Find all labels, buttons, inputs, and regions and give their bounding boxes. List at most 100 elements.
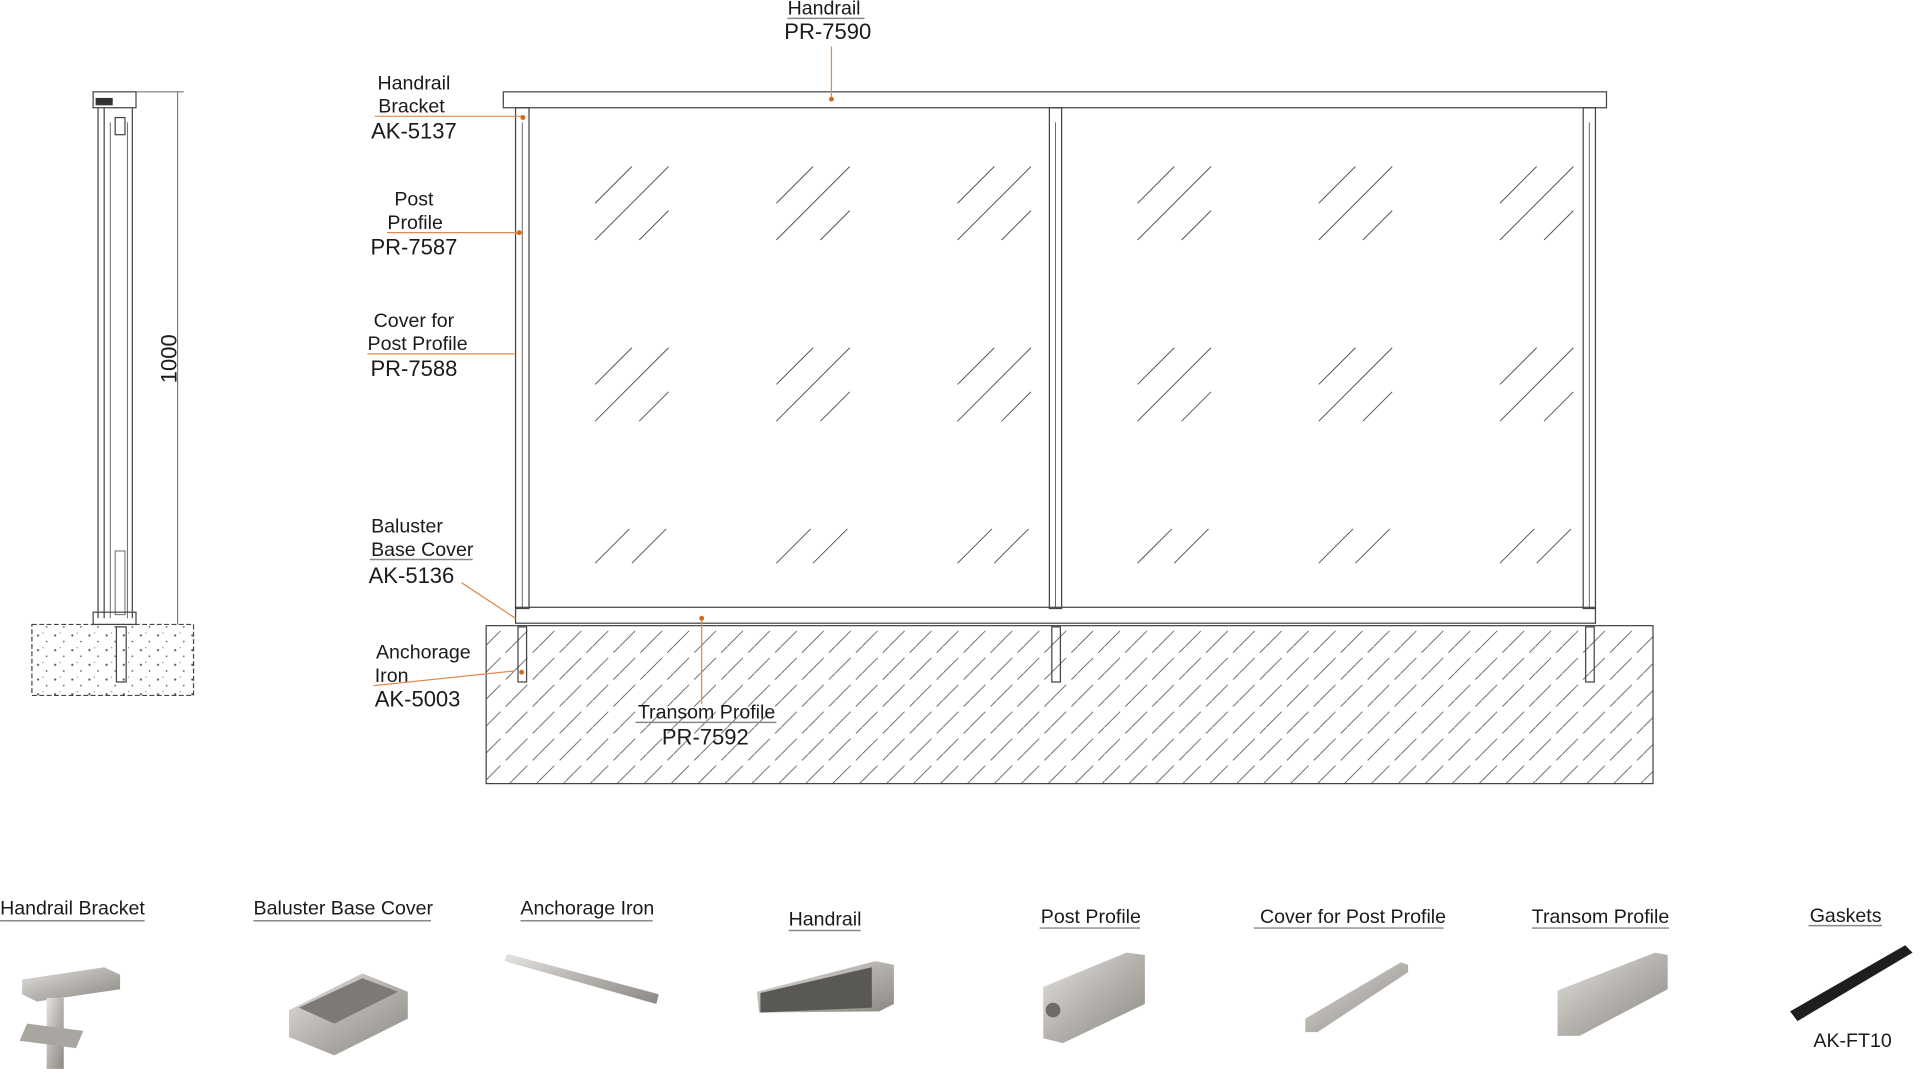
glass-reflection-stroke	[1536, 528, 1572, 564]
glass-reflection-stroke	[1543, 391, 1574, 422]
glass-reflection-stroke	[638, 391, 669, 422]
callout-handrail-bracket: Handrail Bracket AK-5137	[371, 72, 526, 143]
glass-reflection-stroke	[1499, 166, 1574, 241]
callout-text: Baluster	[371, 516, 443, 538]
callout-transom-profile: Transom Profile PR-7592	[635, 615, 777, 749]
glass-reflection-stroke	[1137, 528, 1173, 564]
glass-reflection-stroke	[1318, 347, 1356, 385]
glass-reflection-stroke	[957, 347, 995, 385]
concrete-base	[485, 625, 1654, 785]
transom-bar	[514, 606, 1597, 624]
component-gaskets: Gaskets AK-FT10	[1790, 905, 1913, 1052]
glass-reflection-stroke	[594, 528, 630, 564]
glass-reflection-stroke	[957, 528, 993, 564]
glass-reflection-stroke	[1355, 528, 1391, 564]
callout-text: Anchorage	[376, 642, 471, 664]
glass-reflection-stroke	[638, 210, 669, 241]
callout-code: PR-7590	[784, 19, 871, 44]
side-anchor	[115, 626, 127, 683]
glass-reflection-stroke	[1137, 166, 1175, 204]
handrail-image	[756, 961, 894, 1013]
glass-reflection-stroke	[775, 528, 811, 564]
glass-reflection-stroke	[775, 166, 814, 204]
side-handrail	[92, 91, 137, 109]
glass-reflection-stroke	[1137, 347, 1175, 385]
glass-reflection-stroke	[820, 210, 851, 241]
component-transom-profile: Transom Profile	[1531, 906, 1670, 1036]
glass-reflection-stroke	[1362, 210, 1393, 241]
transom-profile-image	[1557, 952, 1668, 1036]
glass-reflections	[594, 166, 1574, 564]
glass-reflection-stroke	[1001, 210, 1032, 241]
glass-reflection-stroke	[1499, 347, 1538, 385]
glass-reflection-stroke	[1137, 166, 1212, 241]
callout-code: AK-5137	[371, 118, 457, 143]
glass-reflection-stroke	[594, 166, 669, 241]
component-handrail-bracket: Handrail Bracket	[0, 898, 145, 1069]
post-profile-image	[1043, 952, 1145, 1044]
cover-post-profile-image	[1305, 962, 1409, 1033]
callout-cover-post-profile: Cover for Post Profile PR-7588	[367, 310, 515, 381]
glass-reflection-stroke	[1499, 166, 1538, 204]
callout-text: Transom Profile	[638, 702, 776, 724]
callout-code: PR-7588	[370, 356, 457, 381]
component-label: Gaskets	[1810, 905, 1882, 927]
glass-reflection-stroke	[1318, 528, 1354, 564]
glass-reflection-stroke	[1318, 166, 1393, 241]
handrail-bracket-image	[19, 967, 121, 1069]
glass-reflection-stroke	[1499, 347, 1574, 422]
baluster-base-cover-image	[289, 973, 408, 1056]
glass-reflection-stroke	[957, 347, 1032, 422]
callout-text: Handrail	[377, 72, 450, 94]
dimension-label: 1000	[156, 334, 181, 383]
gaskets-image	[1790, 945, 1913, 1022]
callout-post-profile: Post Profile PR-7587	[370, 189, 522, 260]
glass-reflection-stroke	[1499, 528, 1535, 564]
anchorage-iron-image	[504, 953, 659, 1004]
callout-text: Post Profile	[368, 333, 468, 355]
component-code: AK-FT10	[1813, 1030, 1891, 1052]
glass-reflection-stroke	[993, 528, 1029, 564]
glass-reflection-stroke	[957, 166, 1032, 241]
glass-reflection-stroke	[775, 347, 851, 422]
component-label: Cover for Post Profile	[1260, 906, 1446, 928]
callout-code: PR-7587	[370, 235, 457, 260]
glass-reflection-stroke	[1318, 166, 1356, 204]
glass-reflection-stroke	[957, 166, 995, 204]
component-handrail: Handrail	[756, 909, 894, 1013]
component-baluster-base-cover: Baluster Base Cover	[253, 898, 434, 1056]
glass-reflection-stroke	[1543, 210, 1574, 241]
glass-reflection-stroke	[820, 391, 851, 422]
component-post-profile: Post Profile	[1039, 906, 1145, 1044]
callout-text: Iron	[375, 665, 409, 687]
callout-code: AK-5003	[375, 686, 461, 711]
glass-reflection-stroke	[1137, 347, 1212, 422]
front-elevation	[485, 91, 1654, 785]
component-label: Transom Profile	[1532, 906, 1670, 928]
glass-reflection-stroke	[594, 166, 633, 204]
anchors	[517, 626, 1595, 683]
glass-reflection-stroke	[594, 347, 633, 385]
callout-anchorage-iron: Anchorage Iron AK-5003	[373, 642, 525, 711]
side-view: 1000	[31, 91, 195, 697]
handrail-bar	[502, 91, 1608, 109]
callout-text: Base Cover	[371, 539, 474, 561]
glass-reflection-stroke	[1181, 391, 1212, 422]
glass-reflection-stroke	[1362, 391, 1393, 422]
posts	[514, 107, 1597, 610]
component-label: Handrail Bracket	[0, 898, 145, 920]
glass-reflection-stroke	[631, 528, 667, 564]
callout-code: PR-7592	[662, 724, 749, 749]
callout-text: Post	[394, 189, 434, 211]
glass-reflection-stroke	[775, 166, 851, 241]
side-bracket	[95, 97, 113, 106]
callout-code: AK-5136	[369, 563, 455, 588]
glass-reflection-stroke	[1181, 210, 1212, 241]
callout-baluster-base-cover: Baluster Base Cover AK-5136	[369, 516, 516, 619]
component-cover-post-profile: Cover for Post Profile	[1253, 906, 1446, 1033]
component-label: Anchorage Iron	[520, 898, 654, 920]
glass-reflection-stroke	[1001, 391, 1032, 422]
callout-text: Handrail	[788, 0, 861, 20]
callout-handrail: Handrail PR-7590	[784, 0, 871, 102]
